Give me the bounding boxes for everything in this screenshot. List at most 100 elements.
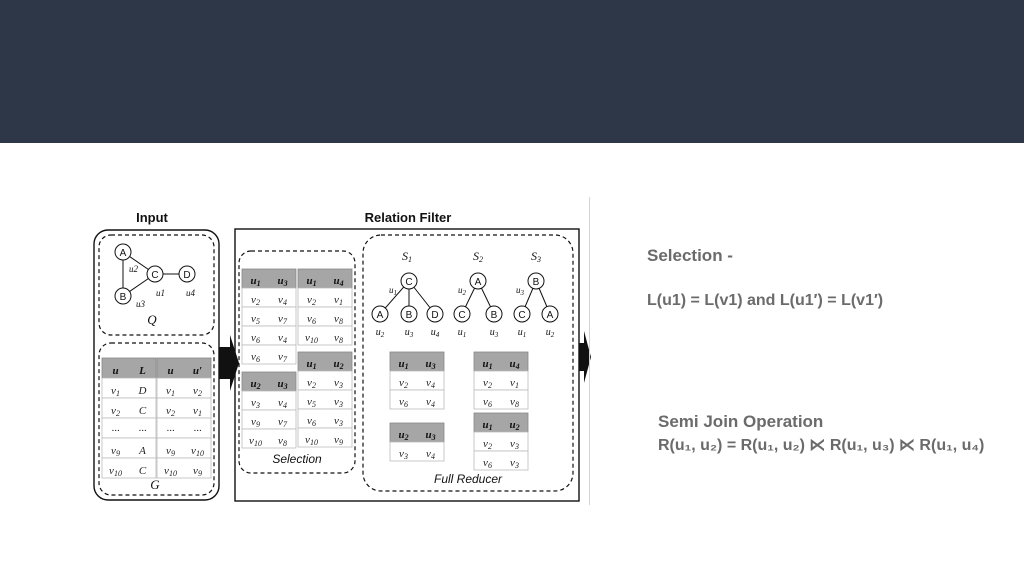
table-cell: v6 — [251, 351, 260, 364]
arrow-input-to-filter — [219, 335, 239, 391]
header-bar — [0, 0, 1024, 143]
table-cell: v3 — [334, 396, 343, 409]
table-cell: D — [138, 385, 147, 397]
table-cell: v10 — [109, 465, 122, 478]
tree-child-label: D — [431, 310, 438, 321]
table-cell: v3 — [334, 415, 343, 428]
tree-root-label: C — [405, 277, 412, 288]
table-cell: v3 — [399, 448, 408, 461]
table-header-cell: u — [112, 365, 118, 377]
table-row — [297, 427, 353, 448]
query-node-label: B — [120, 292, 127, 303]
table-cell: v4 — [426, 396, 435, 409]
query-label: Q — [147, 312, 157, 327]
table-header-cell: u3 — [277, 378, 287, 391]
table-header-cell: u1 — [482, 358, 492, 371]
table-row — [101, 457, 157, 479]
selection-label: Selection — [272, 452, 322, 466]
table-cell: v2 — [307, 294, 316, 307]
table-cell: v8 — [334, 313, 343, 326]
table-cell: v10 — [191, 445, 204, 458]
tree-name: S2 — [473, 249, 483, 264]
query-node — [114, 287, 132, 305]
table-cell: v9 — [334, 434, 343, 447]
table-cell: v10 — [249, 435, 262, 448]
tree-root-node — [469, 272, 487, 290]
table-cell: A — [138, 445, 146, 457]
table-header-cell: u′ — [193, 365, 202, 377]
relation-filter-figure: Input Relation Filter A B C — [90, 195, 600, 510]
relation-filter-title: Relation Filter — [365, 210, 452, 225]
table-cell: ··· — [166, 425, 175, 437]
tree-child-node — [453, 305, 471, 323]
table-row — [473, 389, 529, 410]
table-header-cell: u3 — [425, 358, 435, 371]
table-cell: v7 — [278, 416, 288, 429]
table-cell: C — [139, 405, 147, 417]
table-cell: v4 — [278, 397, 287, 410]
table-cell: ··· — [193, 425, 202, 437]
table-cell: v6 — [483, 457, 492, 470]
table-header-cell: u1 — [398, 358, 408, 371]
table-row — [156, 457, 212, 479]
tree-child-node — [400, 305, 418, 323]
table-row — [389, 441, 445, 462]
table-cell: v2 — [251, 294, 260, 307]
tree-root-vertex: u3 — [516, 285, 525, 297]
table-header-cell: u1 — [482, 419, 492, 432]
query-node — [178, 265, 196, 283]
table-cell: v1 — [166, 385, 175, 398]
table-cell: v9 — [111, 445, 120, 458]
table-cell: v4 — [278, 332, 287, 345]
query-vertex-label: u4 — [186, 288, 196, 298]
table-header-cell: u2 — [398, 429, 408, 442]
query-graph: A B C D u2 u3 u1 u4 Q — [114, 243, 196, 327]
table-cell: v5 — [251, 313, 260, 326]
table-cell: v1 — [193, 405, 202, 418]
table-cell: v1 — [111, 385, 120, 398]
table-cell: v3 — [510, 438, 519, 451]
query-node-label: D — [183, 270, 190, 281]
tree-root-label: B — [533, 277, 540, 288]
table-header-cell: u1 — [250, 275, 260, 288]
table-row — [101, 417, 157, 439]
table-row — [389, 389, 445, 410]
tree-child-vertex: u3 — [405, 327, 414, 339]
query-node-label: A — [120, 248, 127, 259]
tree-child-vertex: u3 — [490, 327, 499, 339]
table-cell: v6 — [251, 332, 260, 345]
tree-child-label: B — [491, 310, 498, 321]
table-cell: v9 — [193, 465, 202, 478]
table-cell: v1 — [334, 294, 343, 307]
table-cell: v3 — [334, 377, 343, 390]
selection-formula: L(u1) = L(v1) and L(u1′) = L(v1′) — [647, 292, 884, 309]
table-cell: v6 — [307, 313, 316, 326]
table-header-cell: u3 — [277, 275, 287, 288]
table-header-cell: u2 — [333, 358, 343, 371]
tree-child-label: A — [377, 310, 384, 321]
selection-box — [238, 250, 356, 474]
table-cell: v7 — [278, 351, 288, 364]
table-cell: v3 — [510, 457, 519, 470]
query-vertex-label: u1 — [156, 288, 165, 298]
tree-root-node — [400, 272, 418, 290]
full-reducer-label: Full Reducer — [434, 472, 503, 486]
table-cell: v4 — [278, 294, 287, 307]
semi-join-formula: R(u₁, u₂) = R(u₁, u₂) ⋉ R(u₁, u₃) ⋉ R(u₁… — [658, 437, 985, 454]
table-cell: v10 — [305, 434, 318, 447]
table-cell: v2 — [307, 377, 316, 390]
table-cell: v3 — [251, 397, 260, 410]
tree-child-label: C — [518, 310, 525, 321]
